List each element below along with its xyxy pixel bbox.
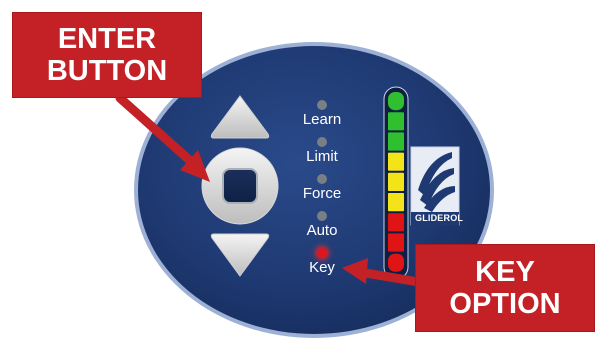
limit-label: Limit bbox=[306, 148, 338, 165]
level-segment-green bbox=[388, 112, 404, 131]
level-segment-yellow bbox=[388, 193, 404, 212]
level-segment-red bbox=[388, 233, 404, 252]
key-label: Key bbox=[309, 259, 335, 276]
brand-label: GLIDEROL bbox=[415, 213, 464, 223]
down-arrow-button[interactable] bbox=[210, 233, 270, 277]
level-segment-green bbox=[388, 132, 404, 151]
key-led bbox=[317, 248, 327, 258]
level-segment-yellow bbox=[388, 152, 404, 171]
level-bar bbox=[383, 86, 409, 280]
learn-led bbox=[317, 100, 327, 110]
force-led bbox=[317, 174, 327, 184]
enter-button[interactable] bbox=[201, 147, 279, 225]
callout-line: BUTTON bbox=[46, 55, 168, 87]
limit-led bbox=[317, 137, 327, 147]
level-segment-red bbox=[388, 253, 404, 272]
force-label: Force bbox=[302, 185, 342, 202]
callout-line: OPTION bbox=[449, 288, 561, 320]
level-segment-red bbox=[388, 213, 404, 232]
enter-button-callout: ENTER BUTTON bbox=[12, 12, 202, 98]
up-arrow-icon bbox=[210, 95, 270, 139]
down-arrow-icon bbox=[210, 233, 270, 277]
enter-pointer-arrow bbox=[115, 93, 210, 182]
auto-label: Auto bbox=[306, 222, 338, 239]
auto-led bbox=[317, 211, 327, 221]
level-segment-yellow bbox=[388, 172, 404, 191]
key-option-callout: KEY OPTION bbox=[415, 244, 595, 332]
square-enter-icon bbox=[222, 168, 258, 204]
callout-line: KEY bbox=[475, 255, 535, 288]
learn-label: Learn bbox=[302, 111, 342, 128]
callout-line: ENTER bbox=[57, 22, 157, 55]
level-segment-green bbox=[388, 92, 404, 111]
up-arrow-button[interactable] bbox=[210, 95, 270, 139]
gliderol-logo bbox=[410, 146, 460, 226]
